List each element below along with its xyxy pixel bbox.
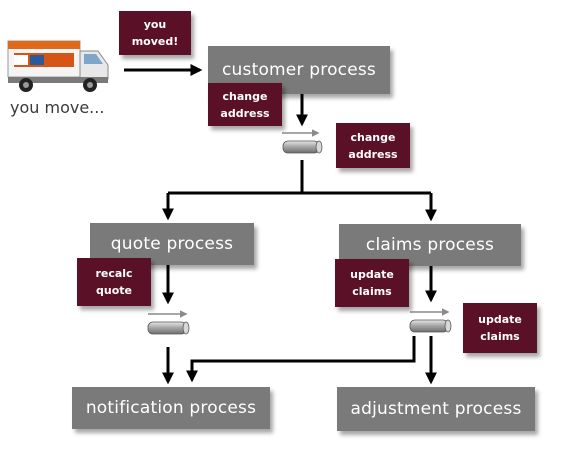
message-update-claims-queued: update claims <box>463 303 537 353</box>
message-recalc-quote: recalc quote <box>77 258 151 306</box>
message-change-address-queued: change address <box>336 123 410 168</box>
message-you-moved: you moved! <box>119 11 191 55</box>
message-queue-icon <box>147 310 190 335</box>
connector-claims-to-notify <box>186 336 416 383</box>
notification-process-box: notification process <box>72 387 270 429</box>
message-change-address: change address <box>208 83 282 126</box>
message-queue-icon <box>282 129 323 154</box>
message-update-claims: update claims <box>335 259 409 307</box>
message-queue-icon <box>409 308 452 333</box>
actor-caption: you move... <box>10 98 105 117</box>
adjustment-process-box: adjustment process <box>337 387 535 431</box>
customer-process-box: customer process <box>208 46 390 94</box>
moving-truck-icon <box>7 40 109 92</box>
